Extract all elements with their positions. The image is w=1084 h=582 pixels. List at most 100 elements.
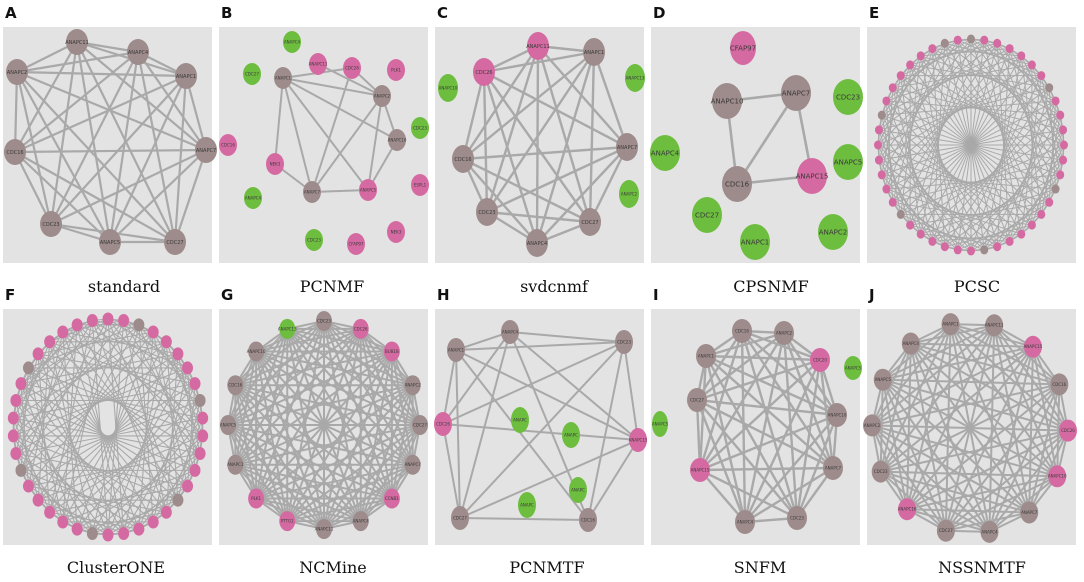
node-cdc27: CDC27 bbox=[164, 229, 186, 255]
network-edge bbox=[588, 146, 629, 223]
node-cdc27: CDC27 bbox=[936, 519, 955, 542]
network-edge bbox=[881, 174, 1010, 242]
node-node bbox=[7, 429, 19, 443]
node-cdc bbox=[906, 60, 915, 70]
network-edge bbox=[910, 342, 1033, 348]
node-cdc bbox=[916, 229, 925, 239]
network-edge bbox=[311, 189, 369, 193]
node-cdc bbox=[882, 96, 891, 106]
network-edge bbox=[871, 345, 1034, 427]
node-cdc bbox=[877, 170, 886, 180]
node-anapc1: ANAPC1 bbox=[941, 313, 960, 336]
node-node bbox=[15, 463, 27, 477]
node-cdc bbox=[980, 35, 989, 45]
network-edge bbox=[282, 77, 398, 141]
svg-text:CDC26: CDC26 bbox=[345, 65, 359, 70]
network-edge bbox=[20, 383, 30, 487]
network-edge bbox=[14, 51, 139, 153]
network-edge bbox=[91, 435, 204, 534]
network-edge bbox=[909, 342, 1031, 514]
network-edge bbox=[881, 114, 959, 251]
network-edge bbox=[234, 328, 289, 466]
network-edge bbox=[881, 39, 959, 176]
node-cdc bbox=[940, 242, 949, 252]
node-cdc23: CDC23 bbox=[833, 79, 863, 115]
node-cdc16: CDC16 bbox=[722, 166, 752, 202]
caption-standard: standard bbox=[87, 277, 161, 296]
svg-text:ANAPC: ANAPC bbox=[513, 417, 527, 422]
network-edge bbox=[20, 324, 78, 471]
network-edge bbox=[20, 383, 78, 530]
panel-c-background bbox=[435, 27, 644, 263]
network-edge bbox=[37, 353, 51, 513]
network-edge bbox=[323, 328, 362, 530]
svg-text:CDC23: CDC23 bbox=[42, 222, 59, 228]
network-edge bbox=[14, 151, 111, 243]
network-edge bbox=[698, 332, 786, 471]
svg-text:ANAPC4: ANAPC4 bbox=[737, 519, 754, 524]
network-edge bbox=[20, 469, 154, 523]
svg-text:CDC20: CDC20 bbox=[813, 357, 827, 362]
node-cdc23: CDC23 bbox=[615, 330, 633, 354]
node-cdc20: CDC20 bbox=[810, 348, 830, 372]
node-node bbox=[71, 318, 83, 332]
node-cdc bbox=[882, 184, 891, 194]
network-edge bbox=[49, 320, 93, 513]
svg-text:ANAPC2: ANAPC2 bbox=[621, 191, 638, 196]
network-edge bbox=[920, 48, 1010, 57]
node-cdc16: CDC16 bbox=[4, 139, 26, 165]
network-edge bbox=[442, 341, 625, 425]
network-edge bbox=[227, 328, 289, 426]
network-edge bbox=[234, 351, 258, 465]
node-anapc5: ANAPC5 bbox=[844, 356, 862, 380]
network-edge bbox=[699, 413, 838, 472]
network-edge bbox=[882, 378, 1060, 386]
svg-text:ANAPC4: ANAPC4 bbox=[245, 195, 262, 200]
network-edge bbox=[12, 417, 109, 536]
svg-text:CDC16: CDC16 bbox=[735, 328, 749, 333]
node-cfap97: CFAP97 bbox=[347, 233, 365, 255]
node-anapc2: ANAPC2 bbox=[373, 85, 391, 107]
network-edge bbox=[705, 331, 785, 358]
network-edge bbox=[871, 424, 1030, 514]
node-anapc: ANAPC bbox=[562, 422, 580, 448]
node-node bbox=[182, 361, 194, 375]
node-node bbox=[57, 515, 69, 529]
node-anapc16: ANAPC16 bbox=[898, 498, 917, 521]
svg-text:CDC16: CDC16 bbox=[725, 180, 750, 188]
network-edge bbox=[880, 470, 947, 532]
svg-text:CDC16: CDC16 bbox=[1052, 382, 1066, 387]
network-edge bbox=[950, 323, 1060, 386]
caption-ncmine: NCMine bbox=[299, 558, 367, 577]
svg-text:ANAPC15: ANAPC15 bbox=[796, 172, 829, 180]
node-cdc bbox=[953, 245, 962, 255]
network-edge bbox=[944, 224, 1033, 248]
network-edge bbox=[871, 343, 912, 426]
svg-text:ANAPC1: ANAPC1 bbox=[275, 75, 292, 80]
svg-text:CDC27: CDC27 bbox=[939, 528, 953, 533]
network-edge bbox=[13, 417, 167, 513]
svg-text:CFAP97: CFAP97 bbox=[730, 44, 756, 52]
network-edge bbox=[957, 39, 1065, 146]
node-anapc4: ANAPC4 bbox=[283, 31, 301, 53]
svg-text:CDC23: CDC23 bbox=[478, 210, 495, 216]
network-edge bbox=[442, 423, 639, 441]
network-edge bbox=[881, 379, 991, 533]
node-cdc bbox=[993, 242, 1002, 252]
node-cdc23: CDC23 bbox=[411, 117, 429, 139]
svg-text:ANAPC5: ANAPC5 bbox=[845, 365, 862, 370]
network-edge bbox=[255, 350, 362, 522]
svg-text:ANAPC10: ANAPC10 bbox=[247, 349, 266, 354]
svg-text:ANAPC2: ANAPC2 bbox=[7, 70, 27, 76]
network-edge bbox=[28, 485, 167, 513]
network-edge bbox=[537, 45, 628, 148]
network-edge bbox=[367, 95, 383, 191]
node-node bbox=[194, 393, 206, 407]
network-edge bbox=[509, 331, 639, 441]
network-edge bbox=[907, 508, 1030, 514]
node-cdc16: CDC16 bbox=[732, 319, 752, 343]
node-anapc10: ANAPC10 bbox=[1048, 465, 1067, 488]
network-edge bbox=[15, 324, 78, 401]
network-edge bbox=[535, 45, 540, 244]
node-node bbox=[10, 447, 22, 461]
